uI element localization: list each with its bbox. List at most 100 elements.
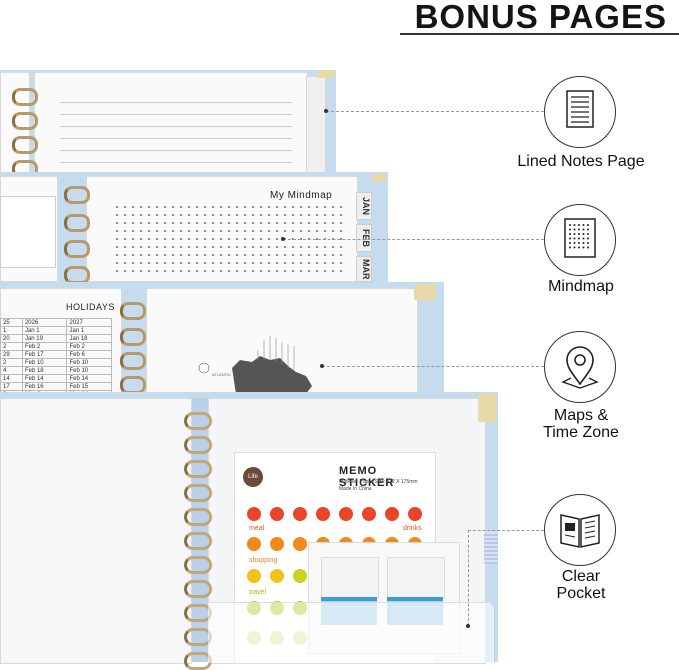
grid-dot — [196, 206, 198, 208]
grid-dot — [188, 206, 190, 208]
map-pin-circle — [544, 331, 616, 403]
grid-dot — [340, 230, 342, 232]
grid-dot — [188, 214, 190, 216]
grid-dot — [268, 254, 270, 256]
grid-dot — [220, 222, 222, 224]
grid-dot — [268, 238, 270, 240]
spiral-ring — [120, 352, 146, 370]
grid-dot — [180, 246, 182, 248]
grid-dot — [220, 214, 222, 216]
table-cell: Feb 6 — [66, 350, 112, 359]
grid-dot — [228, 214, 230, 216]
mindmap-page — [86, 176, 358, 282]
label-line: Lined Notes Page — [517, 153, 645, 170]
grid-dot — [196, 246, 198, 248]
rule-line — [60, 102, 292, 103]
table-header: 2027 — [66, 318, 112, 327]
grid-dot — [164, 238, 166, 240]
grid-dot — [284, 262, 286, 264]
grid-dot — [204, 262, 206, 264]
spiral-ring — [184, 436, 212, 454]
rule-line — [60, 114, 292, 115]
flag-clear — [387, 557, 445, 599]
grid-dot — [268, 222, 270, 224]
grid-dot — [172, 238, 174, 240]
pen-loop[interactable] — [484, 532, 498, 564]
table-cell: Feb 10 — [66, 366, 112, 375]
tab-jan[interactable]: JAN — [356, 192, 372, 220]
grid-dot — [236, 222, 238, 224]
grid-dot — [204, 270, 206, 272]
grid-dot — [132, 230, 134, 232]
grid-dot — [228, 254, 230, 256]
grid-dot — [132, 214, 134, 216]
grid-dot — [316, 254, 318, 256]
grid-dot — [236, 262, 238, 264]
dot-grid-icon — [564, 218, 596, 258]
grid-dot — [292, 230, 294, 232]
grid-dot — [180, 262, 182, 264]
category-shopping: shopping — [249, 557, 278, 564]
grid-dot — [148, 270, 150, 272]
grid-dot — [140, 262, 142, 264]
grid-dot — [292, 254, 294, 256]
map-pin-icon — [561, 346, 599, 389]
feature-label-maps: Maps & Time Zone — [506, 407, 656, 441]
grid-dot — [308, 222, 310, 224]
table-cell: Feb 10 — [66, 358, 112, 367]
grid-dot — [244, 222, 246, 224]
table-cell: Feb 14 — [21, 374, 68, 383]
grid-dot — [316, 206, 318, 208]
feature-label-lined: Lined Notes Page — [506, 153, 656, 170]
grid-dot — [284, 214, 286, 216]
open-book-icon — [560, 514, 600, 548]
grid-dot — [308, 238, 310, 240]
grid-dot — [292, 238, 294, 240]
grid-dot — [124, 238, 126, 240]
grid-dot — [340, 238, 342, 240]
grid-dot — [228, 222, 230, 224]
grid-dot — [236, 230, 238, 232]
tab-feb[interactable]: FEB — [356, 224, 372, 252]
grid-dot — [236, 206, 238, 208]
table-header: 25 — [0, 318, 23, 327]
table-cell: 1 — [0, 326, 23, 335]
grid-dot — [164, 270, 166, 272]
grid-dot — [300, 230, 302, 232]
label-line: Clear — [561, 568, 601, 585]
clear-pocket[interactable] — [208, 602, 495, 663]
spiral-ring — [184, 580, 212, 598]
sticker-icon — [339, 507, 353, 521]
grid-dot — [212, 214, 214, 216]
grid-dot — [252, 254, 254, 256]
flag-clear — [321, 557, 379, 599]
grid-dot — [172, 246, 174, 248]
grid-dot — [260, 262, 262, 264]
grid-dot — [156, 246, 158, 248]
grid-dot — [172, 270, 174, 272]
memo-origin: Made In China — [339, 486, 372, 492]
category-meal: meal — [249, 525, 265, 532]
open-book-circle — [544, 494, 616, 566]
grid-dot — [212, 254, 214, 256]
label-line: Mindmap — [548, 278, 614, 295]
grid-dot — [340, 222, 342, 224]
grid-dot — [252, 238, 254, 240]
grid-dot — [132, 222, 134, 224]
sticker-icon — [408, 507, 422, 521]
grid-dot — [140, 254, 142, 256]
lined-page — [34, 72, 308, 174]
grid-dot — [236, 254, 238, 256]
grid-dot — [124, 262, 126, 264]
tab-mar[interactable]: MAR — [356, 256, 372, 282]
grid-dot — [212, 206, 214, 208]
table-cell: Jan 1 — [21, 326, 68, 335]
grid-dot — [252, 230, 254, 232]
grid-dot — [164, 206, 166, 208]
grid-dot — [116, 270, 118, 272]
